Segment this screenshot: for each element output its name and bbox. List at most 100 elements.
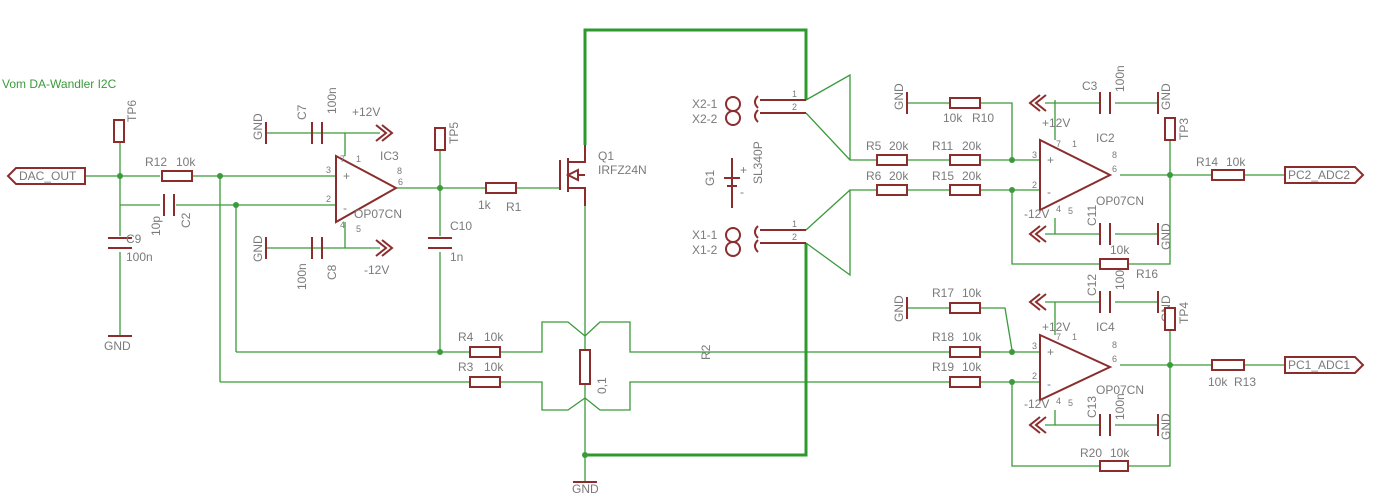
ic3-pin4: 4 — [340, 220, 345, 230]
c13-label: C13 — [1085, 396, 1099, 418]
ic4-pin4: 4 — [1056, 396, 1061, 406]
q1-mosfet — [559, 145, 586, 206]
r10-label: R10 — [972, 111, 994, 125]
dac-out-label: DAC_OUT — [19, 169, 77, 183]
ic3-value: OP07CN — [354, 207, 402, 221]
tp5-symbol — [434, 127, 446, 151]
ic3-pin7: 7 — [340, 154, 345, 164]
pc2-adc2-label: PC2_ADC2 — [1288, 168, 1350, 182]
r16-value: 10k — [1110, 243, 1130, 257]
ic3-pin8: 8 — [397, 166, 402, 176]
pos12-ic3-label: +12V — [352, 105, 380, 119]
r5-label: R5 — [866, 139, 882, 153]
ic2-pin3: 3 — [1032, 150, 1037, 160]
r2-shunt — [579, 349, 591, 385]
ic3-label: IC3 — [380, 149, 399, 163]
r3-label: R3 — [458, 360, 474, 374]
ic4-pin3: 3 — [1032, 341, 1037, 351]
ic3-pin6: 6 — [398, 177, 403, 187]
ic3-minus: - — [343, 201, 347, 215]
ic4-plus: + — [1047, 345, 1054, 359]
gnd-r2-label: GND — [572, 482, 599, 494]
c2-label: C2 — [179, 212, 193, 228]
c12-label: C12 — [1085, 274, 1099, 296]
tp4-label: TP4 — [1177, 302, 1191, 324]
vom-da-wandler-label: Vom DA-Wandler I2C — [2, 77, 117, 91]
c3-label: C3 — [1082, 79, 1098, 93]
ic3-pin1: 1 — [356, 154, 361, 164]
r13-label: R13 — [1234, 375, 1256, 389]
g1-plus: + — [740, 163, 747, 177]
gnd-r10-label: GND — [892, 83, 906, 110]
r16-label: R16 — [1136, 267, 1158, 281]
pc2-adc2-port — [1284, 166, 1365, 184]
r6-label: R6 — [866, 169, 882, 183]
r19-value: 10k — [962, 360, 982, 374]
ic2-pin1: 1 — [1072, 139, 1077, 149]
ic2-value: OP07CN — [1096, 194, 1144, 208]
c9-label: C9 — [126, 232, 142, 246]
c3-value: 100n — [1113, 65, 1127, 92]
r20-label: R20 — [1080, 446, 1102, 460]
ic4-opamp — [1039, 333, 1113, 402]
r15-resistor — [949, 184, 981, 196]
x2-2-label: X2-2 — [692, 112, 718, 126]
current-loop — [583, 28, 808, 457]
x2-connector — [725, 95, 806, 126]
ic2-minus: - — [1047, 185, 1051, 199]
x2-pin2: 2 — [792, 102, 797, 112]
ic3-pin5: 5 — [356, 224, 361, 234]
g1-value: SL340P — [751, 141, 765, 184]
gnd-c9-label: GND — [104, 339, 131, 353]
r14-label: R14 — [1196, 155, 1218, 169]
tp5-label: TP5 — [447, 122, 461, 144]
neg12-ic2-symbol — [1034, 225, 1047, 243]
pos12-ic4-symbol-b — [1028, 293, 1041, 311]
ic2-plus: + — [1047, 153, 1054, 167]
r3-resistor — [469, 376, 501, 388]
pos12-ic2-label: +12V — [1042, 116, 1070, 130]
pos12-ic3-symbol — [375, 124, 388, 142]
r18-label: R18 — [932, 330, 954, 344]
pc1-adc1-port — [1284, 356, 1365, 374]
r6-resistor — [876, 184, 908, 196]
r18-value: 10k — [962, 330, 982, 344]
c8-label: C8 — [325, 264, 339, 280]
r18-resistor — [949, 346, 981, 358]
pos12-ic4-label: +12V — [1042, 320, 1070, 334]
r12-resistor — [161, 170, 193, 182]
ic4-minus: - — [1047, 377, 1051, 391]
tp6-symbol — [113, 119, 125, 143]
c13-value: 100n — [1113, 393, 1127, 420]
ic4-label: IC4 — [1096, 320, 1115, 334]
ic2-pin6: 6 — [1112, 164, 1117, 174]
neg12-ic2-symbol-b — [1028, 225, 1041, 243]
ic4-pin6: 6 — [1112, 354, 1117, 364]
r17-resistor — [949, 302, 981, 314]
r16-resistor — [1099, 258, 1129, 270]
r12-label: R12 — [145, 155, 167, 169]
gnd-r17-label: GND — [892, 295, 906, 322]
ic4-pin8: 8 — [1112, 340, 1117, 350]
c10-value: 1n — [450, 250, 463, 264]
c11-label: C11 — [1085, 205, 1099, 226]
r2-label: R2 — [699, 344, 713, 360]
r2-value: 0,1 — [595, 377, 609, 394]
c10-label: C10 — [450, 219, 472, 233]
r12-value: 10k — [176, 155, 196, 169]
ic2-pin4: 4 — [1056, 204, 1061, 214]
ic2-pin8: 8 — [1112, 150, 1117, 160]
r6-value: 20k — [889, 169, 909, 183]
r13-resistor — [1211, 359, 1245, 371]
r5-value: 20k — [889, 139, 909, 153]
c9-value: 100n — [126, 250, 153, 264]
ic2-pin5: 5 — [1068, 206, 1073, 216]
pos12-ic2-symbol-b — [1028, 94, 1041, 112]
gnd-c7-label: GND — [251, 113, 265, 140]
r11-value: 20k — [962, 139, 982, 153]
r17-label: R17 — [932, 286, 954, 300]
ic3-opamp — [335, 154, 399, 224]
c8-value: 100n — [295, 263, 309, 290]
